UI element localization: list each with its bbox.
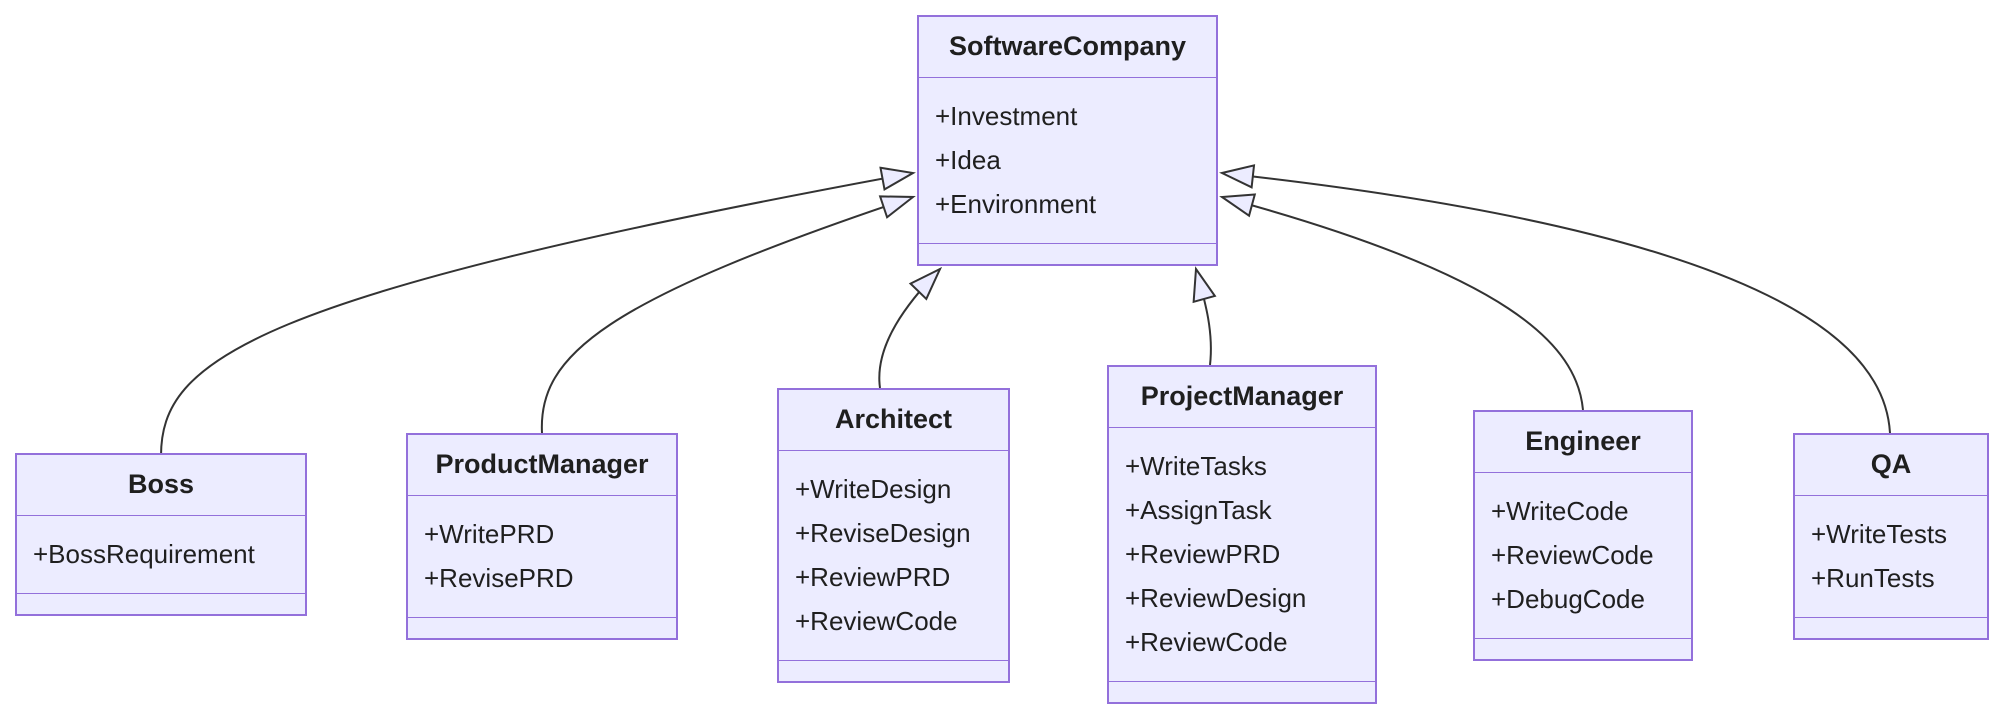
class-methods-compartment	[919, 243, 1216, 264]
class-attributes-softwarecompany: +Investment +Idea +Environment	[919, 78, 1216, 243]
class-attribute: +ReviewPRD	[1125, 539, 1281, 569]
inheritance-edge-boss-to-softwarecompany	[160, 166, 916, 457]
class-attribute: +Idea	[935, 145, 1001, 175]
class-node-engineer: Engineer +WriteCode +ReviewCode +DebugCo…	[1473, 410, 1693, 661]
class-node-softwarecompany: SoftwareCompany +Investment +Idea +Envir…	[917, 15, 1218, 266]
class-attribute: +WriteDesign	[795, 474, 952, 504]
class-title-projectmanager: ProjectManager	[1109, 367, 1375, 428]
class-attribute: +ReviewCode	[1491, 540, 1654, 570]
class-attribute: +Investment	[935, 101, 1078, 131]
class-node-productmanager: ProductManager +WritePRD +RevisePRD	[406, 433, 678, 640]
class-attribute: +WriteCode	[1491, 496, 1629, 526]
class-attributes-qa: +WriteTests +RunTests	[1795, 496, 1987, 617]
inheritance-edge-projectmanager-to-softwarecompany	[1192, 266, 1217, 366]
class-attribute: +ReviseDesign	[795, 518, 971, 548]
class-title-softwarecompany: SoftwareCompany	[919, 17, 1216, 78]
class-attributes-architect: +WriteDesign +ReviseDesign +ReviewPRD +R…	[779, 451, 1008, 660]
inheritance-edge-engineer-to-softwarecompany	[1219, 193, 1584, 411]
class-methods-compartment	[17, 593, 305, 614]
class-title-qa: QA	[1795, 435, 1987, 496]
inheritance-edge-architect-to-softwarecompany	[878, 266, 943, 389]
class-methods-compartment	[1795, 617, 1987, 638]
class-methods-compartment	[1475, 638, 1691, 659]
class-title-boss: Boss	[17, 455, 305, 516]
class-attribute: +WriteTasks	[1125, 451, 1267, 481]
class-attribute: +ReviewPRD	[795, 562, 951, 592]
class-methods-compartment	[779, 660, 1008, 681]
class-node-qa: QA +WriteTests +RunTests	[1793, 433, 1989, 640]
class-methods-compartment	[408, 617, 676, 638]
class-attribute: +ReviewDesign	[1125, 583, 1307, 613]
class-attribute: +BossRequirement	[33, 539, 255, 569]
class-attribute: +DebugCode	[1491, 584, 1645, 614]
class-title-architect: Architect	[779, 390, 1008, 451]
class-attributes-boss: +BossRequirement	[17, 516, 305, 593]
class-node-architect: Architect +WriteDesign +ReviseDesign +Re…	[777, 388, 1010, 683]
class-node-boss: Boss +BossRequirement	[15, 453, 307, 616]
class-attribute: +AssignTask	[1125, 495, 1272, 525]
class-attribute: +ReviewCode	[795, 606, 958, 636]
class-attribute: +WriteTests	[1811, 519, 1948, 549]
class-methods-compartment	[1109, 681, 1375, 702]
inheritance-edge-productmanager-to-softwarecompany	[540, 195, 916, 434]
class-attributes-engineer: +WriteCode +ReviewCode +DebugCode	[1475, 473, 1691, 638]
class-attribute: +WritePRD	[424, 519, 555, 549]
class-attribute: +Environment	[935, 189, 1097, 219]
class-attributes-productmanager: +WritePRD +RevisePRD	[408, 496, 676, 617]
class-attribute: +RevisePRD	[424, 563, 574, 593]
class-node-projectmanager: ProjectManager +WriteTasks +AssignTask +…	[1107, 365, 1377, 704]
class-attribute: +ReviewCode	[1125, 627, 1288, 657]
inheritance-edge-qa-to-softwarecompany	[1219, 164, 1891, 434]
class-attribute: +RunTests	[1811, 563, 1935, 593]
class-title-productmanager: ProductManager	[408, 435, 676, 496]
class-title-engineer: Engineer	[1475, 412, 1691, 473]
class-attributes-projectmanager: +WriteTasks +AssignTask +ReviewPRD +Revi…	[1109, 428, 1375, 681]
